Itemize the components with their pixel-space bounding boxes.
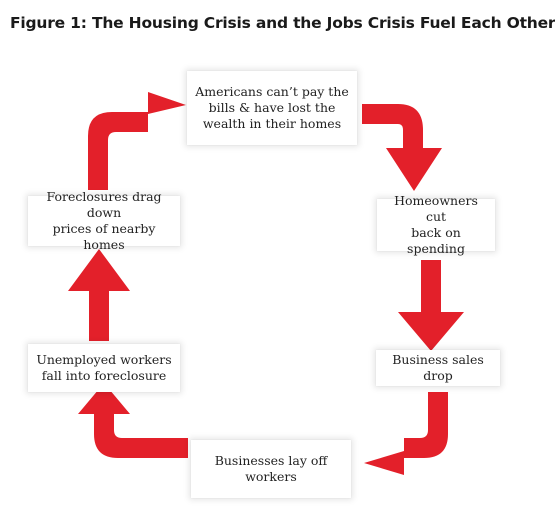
node-line: wealth in their homes [202,116,342,131]
cycle-arrows [68,92,464,475]
node-line: Businesses lay off [214,453,328,468]
arrow-americans-to-homeowners [362,104,442,191]
node-line: fall into foreclosure [41,368,167,383]
arrow-unemployed-to-foreclosures [68,249,130,341]
figure-title: Figure 1: The Housing Crisis and the Job… [10,14,555,32]
node-layoffs: Businesses lay off workers [191,440,351,498]
node-line: Business sales drop [392,352,484,383]
node-line: Foreclosures drag down [46,189,162,220]
node-line: Unemployed workers [36,352,172,367]
node-homeowners: Homeowners cut back on spending [377,193,495,256]
arrow-layoffs-to-unemployed [78,383,188,458]
node-line: bills & have lost the [208,100,336,115]
node-unemployed: Unemployed workers fall into foreclosure [28,344,180,392]
arrow-homeowners-to-sales [398,260,464,351]
node-line: prices of nearby homes [52,221,156,252]
node-line: Homeowners cut [394,193,478,224]
node-line: back on spending [407,225,465,256]
arrow-sales-to-layoffs [364,392,448,475]
node-line: workers [245,469,297,484]
arrow-foreclosures-to-americans [88,92,186,190]
node-line: Americans can’t pay the [195,84,349,99]
node-sales: Business sales drop [376,350,500,386]
node-americans: Americans can’t pay the bills & have los… [187,71,357,145]
node-foreclosures: Foreclosures drag down prices of nearby … [28,189,180,252]
